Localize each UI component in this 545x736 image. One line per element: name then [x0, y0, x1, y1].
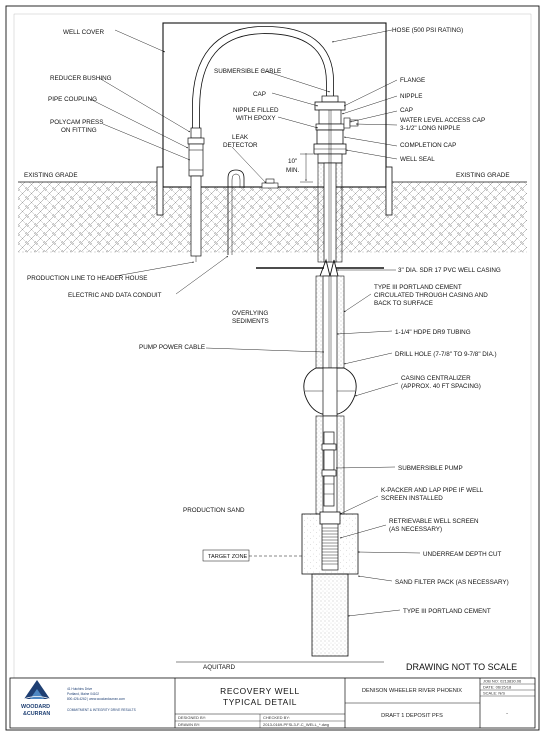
- label-cement-2: CIRCULATED THROUGH CASING AND: [374, 292, 488, 299]
- leaders-top: [261, 69, 331, 129]
- company-name-1: WOODARD: [21, 704, 50, 710]
- label-cement-bottom: TYPE III PORTLAND CEMENT: [403, 608, 491, 615]
- min-dimension: [300, 153, 313, 183]
- submersible-pump: [321, 431, 337, 507]
- company-tagline: COMMITMENT & INTEGRITY DRIVE RESULTS: [67, 708, 136, 712]
- label-production-sand: PRODUCTION SAND: [183, 507, 245, 514]
- production-line: [187, 127, 205, 262]
- casing-lower: [315, 275, 345, 369]
- label-nipple: NIPPLE: [400, 93, 422, 100]
- drawing-scale: SCALE: N/S: [483, 691, 505, 696]
- label-hose: HOSE (500 PSI RATING): [392, 27, 463, 34]
- label-pump-power-cable: PUMP POWER CABLE: [139, 344, 205, 351]
- label-well-seal: WELL SEAL: [400, 156, 435, 163]
- label-screen-1: RETRIEVABLE WELL SCREEN: [389, 518, 479, 525]
- company-address-1: 41 Hutchins Drive: [67, 687, 92, 691]
- ground-section: [18, 181, 527, 253]
- label-existing-grade-right: EXISTING GRADE: [456, 172, 510, 179]
- drawing-date: DATE: 06/15/18: [483, 685, 512, 690]
- label-leak-1: LEAK: [232, 134, 249, 141]
- bottom-cement: [311, 573, 349, 657]
- label-leak-2: DETECTOR: [223, 142, 258, 149]
- label-not-to-scale: DRAWING NOT TO SCALE: [406, 662, 517, 672]
- label-water-level-cap: WATER LEVEL ACCESS CAP: [400, 117, 485, 124]
- label-submersible-pump: SUBMERSIBLE PUMP: [398, 465, 463, 472]
- leak-detector: [227, 169, 279, 255]
- label-overlying-1: OVERLYING: [232, 310, 268, 317]
- label-long-nipple: 3-1/2" LONG NIPPLE: [400, 125, 460, 132]
- label-submersible-cable: SUBMERSIBLE CABLE: [214, 68, 281, 75]
- label-cement-3: BACK TO SURFACE: [374, 300, 433, 307]
- well-head: [313, 95, 359, 164]
- screen-zone: [301, 511, 359, 575]
- label-aquitard: AQUITARD: [203, 664, 236, 671]
- project-subtitle: DRAFT 1 DEPOSIT PFS: [381, 713, 443, 719]
- label-sand-filter: SAND FILTER PACK (AS NECESSARY): [395, 579, 509, 586]
- label-pvc-casing: 3" DIA. SDR 17 PVC WELL CASING: [398, 267, 501, 274]
- label-existing-grade-left: EXISTING GRADE: [24, 172, 78, 179]
- break-line: [256, 258, 384, 277]
- screen-slots: [322, 527, 338, 565]
- sheet-number: -: [506, 711, 508, 717]
- company-logo: [23, 680, 51, 700]
- designed-by: DESIGNED BY:: [178, 715, 206, 720]
- drawn-by: DRAWN BY:: [178, 722, 200, 727]
- label-kpacker-2: SCREEN INSTALLED: [381, 495, 443, 502]
- company-name-2: &CURRAN: [23, 711, 50, 717]
- hose: [192, 25, 334, 128]
- project-name: DENISON WHEELER RIVER PHOENIX: [362, 688, 462, 694]
- label-overlying-2: SEDIMENTS: [232, 318, 269, 325]
- company-phone: 800.426.4262 | www.woodardcurran.com: [67, 697, 125, 701]
- label-kpacker-1: K-PACKER AND LAP PIPE IF WELL: [381, 487, 484, 494]
- sheet-border: [5, 5, 540, 731]
- leaders-left: [89, 29, 325, 353]
- label-centralizer-2: (APPROX. 40 FT SPACING): [401, 383, 481, 390]
- label-screen-2: (AS NECESSARY): [389, 526, 442, 533]
- drawing-title-2: TYPICAL DETAIL: [223, 697, 297, 707]
- casing-upper: [317, 110, 343, 263]
- centralizer: [303, 367, 357, 417]
- label-pipe-coupling: PIPE COUPLING: [48, 96, 97, 103]
- label-centralizer-1: CASING CENTRALIZER: [401, 375, 471, 382]
- label-nipple-filled-2: WITH EPOXY: [236, 115, 276, 122]
- label-target-zone: TARGET ZONE: [208, 554, 248, 560]
- drawing-title-1: RECOVERY WELL: [220, 686, 300, 696]
- label-cap-right: CAP: [400, 107, 413, 114]
- label-tubing: 1-1/4" HDPE DR9 TUBING: [395, 329, 471, 336]
- checked-by: CHECKED BY:: [263, 715, 290, 720]
- label-electric-conduit: ELECTRIC AND DATA CONDUIT: [68, 292, 162, 299]
- label-nipple-filled-1: NIPPLE FILLED: [233, 107, 279, 114]
- label-cap-left: CAP: [253, 91, 266, 98]
- label-cement-1: TYPE III PORTLAND CEMENT: [374, 284, 462, 291]
- label-completion-cap: COMPLETION CAP: [400, 142, 456, 149]
- label-underream: UNDERREAM DEPTH CUT: [423, 551, 502, 558]
- leaders-right: [331, 29, 421, 617]
- label-polycam-2: ON FITTING: [61, 127, 97, 134]
- label-polycam-1: POLYCAM PRESS: [50, 119, 103, 126]
- strata-lines: [176, 549, 384, 663]
- label-min-1: 10": [288, 158, 297, 165]
- title-block: [9, 677, 536, 729]
- company-address-2: Portland, Maine 04102: [67, 692, 99, 696]
- job-number: JOB NO: 0213830.06: [483, 679, 522, 684]
- label-production-line: PRODUCTION LINE TO HEADER HOUSE: [27, 275, 147, 282]
- label-drill-hole: DRILL HOLE (7-7/8" TO 9-7/8" DIA.): [395, 351, 497, 358]
- file-name: 2013-0169-PFSL3-F-C_WELL_*.dwg: [263, 722, 329, 727]
- label-flange: FLANGE: [400, 77, 425, 84]
- label-reducer-bushing: REDUCER BUSHING: [50, 75, 112, 82]
- label-min-2: MIN.: [286, 167, 300, 174]
- label-well-cover: WELL COVER: [63, 29, 105, 36]
